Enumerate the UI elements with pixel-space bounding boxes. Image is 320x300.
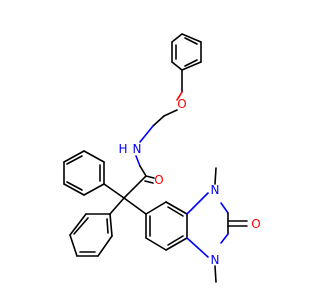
imidazolone-ring xyxy=(186,192,229,258)
bond xyxy=(123,197,147,215)
bond xyxy=(167,206,184,217)
amide-oxygen-label: O xyxy=(154,173,163,187)
bond xyxy=(63,150,85,163)
amide-nitrogen-label: N xyxy=(133,142,142,156)
bond xyxy=(109,197,125,215)
bond xyxy=(181,61,202,71)
bond xyxy=(69,213,87,236)
bond xyxy=(139,165,147,177)
bond xyxy=(186,192,209,215)
bond xyxy=(144,180,154,184)
molecule-canvas: O N H O N N O xyxy=(63,33,261,283)
bond xyxy=(165,237,188,251)
bond xyxy=(214,265,217,283)
bond xyxy=(139,125,154,143)
benzimidazolone-n3-label: N xyxy=(211,253,220,267)
bond xyxy=(186,237,209,258)
bond xyxy=(171,33,183,43)
bond xyxy=(220,202,229,214)
bond xyxy=(176,91,183,101)
bond xyxy=(73,217,89,235)
bond xyxy=(66,155,83,165)
bond xyxy=(103,183,125,199)
bond xyxy=(145,237,167,251)
molecule-structure: O N H O N N O xyxy=(63,33,261,283)
upper-phenyl-ring xyxy=(63,150,125,199)
bond xyxy=(109,213,113,237)
bond xyxy=(181,33,202,43)
bond xyxy=(145,201,167,215)
bond xyxy=(184,59,198,67)
urea-oxygen-label: O xyxy=(251,217,260,231)
bond xyxy=(145,175,155,179)
bond xyxy=(171,61,183,71)
bond xyxy=(69,234,78,257)
lower-phenyl-ring xyxy=(69,197,125,257)
bond xyxy=(83,183,105,196)
benzimidazolone-n1-label: N xyxy=(211,183,220,197)
bond xyxy=(106,218,109,234)
phenoxy-ring xyxy=(171,33,202,71)
ether-oxygen-label: O xyxy=(177,97,186,111)
bond xyxy=(123,175,147,199)
bond xyxy=(184,37,198,45)
bond xyxy=(152,115,165,127)
benzimidazolone-benzene-ring xyxy=(145,201,188,251)
amide-h-label: H xyxy=(118,142,127,156)
bond xyxy=(63,183,85,196)
bond xyxy=(83,150,105,163)
bond xyxy=(214,167,217,185)
bond xyxy=(97,235,113,257)
bond xyxy=(167,235,184,246)
bond xyxy=(135,155,141,167)
bond xyxy=(163,109,178,117)
bond xyxy=(220,233,229,244)
bond xyxy=(165,201,188,215)
bond xyxy=(66,181,83,191)
